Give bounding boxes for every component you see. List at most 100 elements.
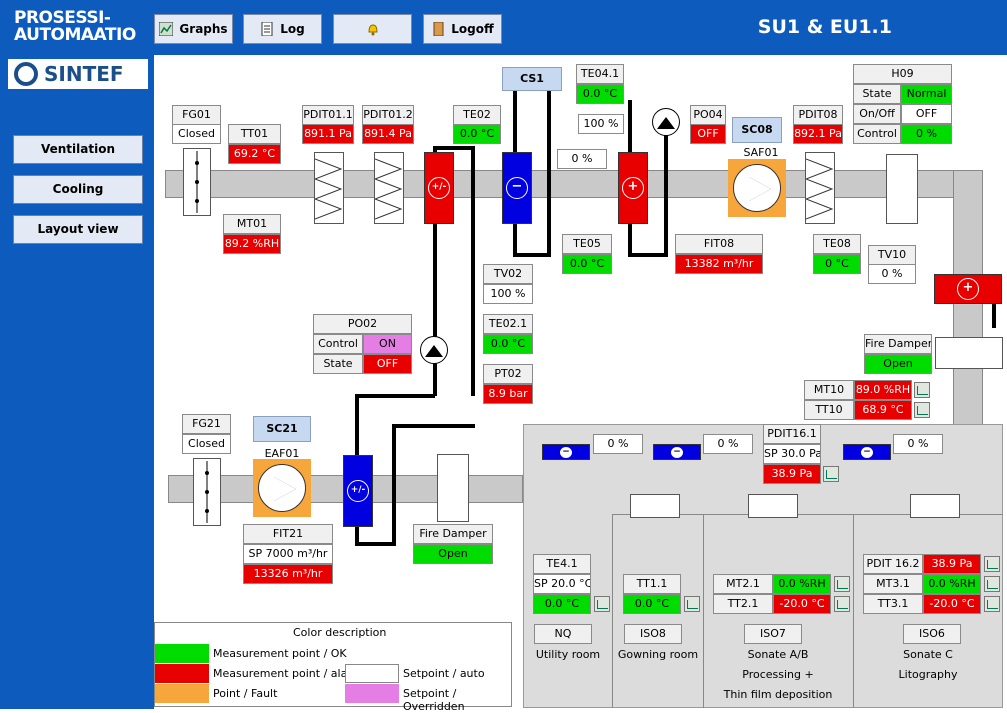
mt21-label: MT2.1 xyxy=(713,574,773,594)
h09-control-value[interactable]: 0 % xyxy=(901,124,952,144)
logoff-button[interactable]: Logoff xyxy=(423,14,502,44)
te05-value[interactable]: 0.0 °C xyxy=(562,254,612,274)
reheat-coil[interactable]: + xyxy=(934,274,1002,304)
sc08-label[interactable]: SC08 xyxy=(732,117,782,143)
fg21-value[interactable]: Closed xyxy=(182,434,231,454)
pdit012-value[interactable]: 891.4 Pa xyxy=(362,124,414,144)
room-code-iso8[interactable]: ISO8 xyxy=(624,624,682,644)
fg01-value[interactable]: Closed xyxy=(172,124,221,144)
trend-icon[interactable] xyxy=(834,576,850,592)
tt31-value[interactable]: -20.0 °C xyxy=(923,594,981,614)
recovery-pump-icon[interactable] xyxy=(420,336,448,364)
alarm-button[interactable] xyxy=(333,14,412,44)
door-icon xyxy=(431,21,445,37)
trend-icon[interactable] xyxy=(984,596,1000,612)
cooling-coil[interactable]: − xyxy=(502,152,532,224)
pdit011-value[interactable]: 891.1 Pa xyxy=(302,124,354,144)
exhaust-damper-3-value[interactable]: 0 % xyxy=(893,434,943,454)
exhaust-damper-2-value[interactable]: 0 % xyxy=(703,434,753,454)
humidifier[interactable] xyxy=(886,154,918,224)
fit21-label: FIT21 xyxy=(243,524,333,544)
mt10-label: MT10 xyxy=(804,380,854,400)
te41-setpoint[interactable]: SP 20.0 °C xyxy=(533,574,591,594)
h09-state-value[interactable]: Normal xyxy=(901,84,952,104)
fg01-damper[interactable] xyxy=(183,148,211,216)
po04-value[interactable]: OFF xyxy=(690,124,726,144)
top-bar: PROSESSI- AUTOMAATIO Graphs Log Logoff S… xyxy=(0,0,1007,55)
fire-damper-1-value[interactable]: Open xyxy=(864,354,932,374)
fit08-value[interactable]: 13382 m³/hr xyxy=(675,254,763,274)
po02-control-value[interactable]: ON xyxy=(363,334,412,354)
fire-damper-2[interactable] xyxy=(437,454,469,522)
pdit08-value[interactable]: 892.1 Pa xyxy=(793,124,843,144)
trend-icon[interactable] xyxy=(834,596,850,612)
fire-damper-1[interactable] xyxy=(935,337,1003,369)
pdit161-setpoint[interactable]: SP 30.0 Pa xyxy=(763,444,821,464)
pdit161-value[interactable]: 38.9 Pa xyxy=(763,464,821,484)
trend-icon[interactable] xyxy=(684,596,700,612)
log-button[interactable]: Log xyxy=(243,14,322,44)
tt11-value[interactable]: 0.0 °C xyxy=(623,594,681,614)
sidebar-item-cooling[interactable]: Cooling xyxy=(13,175,143,204)
trend-icon[interactable] xyxy=(914,402,930,418)
exhaust-recovery-coil[interactable]: +/- xyxy=(343,455,373,527)
te41-value[interactable]: 0.0 °C xyxy=(533,594,591,614)
fire-damper-2-value[interactable]: Open xyxy=(413,544,493,564)
exhaust-fan[interactable] xyxy=(253,459,311,517)
heating-valve-value[interactable]: 100 % xyxy=(578,114,624,134)
tt10-value[interactable]: 68.9 °C xyxy=(854,400,912,420)
fit21-setpoint[interactable]: SP 7000 m³/hr xyxy=(243,544,333,564)
h09-onoff-value[interactable]: OFF xyxy=(901,104,952,124)
legend-title: Color description xyxy=(293,626,387,639)
trend-icon[interactable] xyxy=(984,576,1000,592)
exhaust-damper-3[interactable]: − xyxy=(843,444,891,460)
te021-value[interactable]: 0.0 °C xyxy=(483,334,533,354)
room-code-nq[interactable]: NQ xyxy=(534,624,592,644)
tv02-value[interactable]: 100 % xyxy=(483,284,533,304)
exhaust-damper-1[interactable]: − xyxy=(542,444,590,460)
trend-icon[interactable] xyxy=(984,556,1000,572)
heating-pump-icon[interactable] xyxy=(652,108,680,136)
trend-icon[interactable] xyxy=(823,466,839,482)
tv10-value[interactable]: 0 % xyxy=(868,264,916,284)
pt02-value[interactable]: 8.9 bar xyxy=(483,384,533,404)
graphs-button[interactable]: Graphs xyxy=(154,14,233,44)
room-code-iso7[interactable]: ISO7 xyxy=(744,624,802,644)
exhaust-damper-1-value[interactable]: 0 % xyxy=(593,434,643,454)
pipe xyxy=(664,120,668,255)
cooling-valve-value[interactable]: 0 % xyxy=(557,149,607,169)
sidebar-item-ventilation[interactable]: Ventilation xyxy=(13,135,143,164)
fg21-damper[interactable] xyxy=(193,458,221,526)
heating-coil[interactable]: + xyxy=(618,152,648,224)
mt31-value[interactable]: 0.0 %RH xyxy=(923,574,981,594)
te08-value[interactable]: 0 °C xyxy=(813,254,861,274)
pipe xyxy=(433,146,437,396)
trend-icon[interactable] xyxy=(594,596,610,612)
sc21-label[interactable]: SC21 xyxy=(253,416,311,442)
fit21-value[interactable]: 13326 m³/hr xyxy=(243,564,333,584)
room-name-iso7-line3: Thin film deposition xyxy=(723,688,833,701)
tt21-value[interactable]: -20.0 °C xyxy=(773,594,831,614)
supply-fan[interactable] xyxy=(728,159,786,217)
pdit162-label: PDIT 16.2 xyxy=(863,554,923,574)
legend-swatch-ok xyxy=(155,644,209,663)
mt21-value[interactable]: 0.0 %RH xyxy=(773,574,831,594)
room-code-iso6[interactable]: ISO6 xyxy=(903,624,961,644)
sidebar-item-layout-view[interactable]: Layout view xyxy=(13,215,143,244)
te02-value[interactable]: 0.0 °C xyxy=(453,124,501,144)
pdit162-value[interactable]: 38.9 Pa xyxy=(923,554,981,574)
heat-recovery-coil[interactable]: +/- xyxy=(424,152,454,224)
po02-state-value[interactable]: OFF xyxy=(363,354,412,374)
cs1-label[interactable]: CS1 xyxy=(502,67,562,91)
te041-value[interactable]: 0.0 °C xyxy=(576,84,624,104)
sintef-logo: SINTEF xyxy=(8,59,148,89)
mt01-value[interactable]: 89.2 %RH xyxy=(223,234,281,254)
mt31-label: MT3.1 xyxy=(863,574,923,594)
trend-icon[interactable] xyxy=(914,382,930,398)
prosessiautomaatio-logo: PROSESSI- AUTOMAATIO xyxy=(14,8,136,45)
exhaust-damper-2[interactable]: − xyxy=(653,444,701,460)
tt01-value[interactable]: 69.2 °C xyxy=(228,144,281,164)
legend-swatch-alarm xyxy=(155,664,209,683)
pdit161-label: PDIT16.1 xyxy=(763,424,821,444)
mt10-value[interactable]: 89.0 %RH xyxy=(854,380,912,400)
